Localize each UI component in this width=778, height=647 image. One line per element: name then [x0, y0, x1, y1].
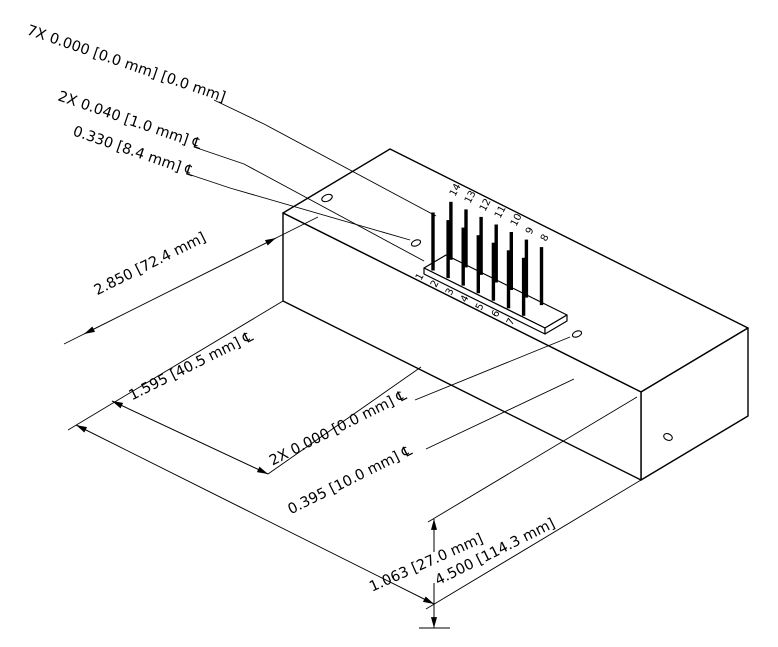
- extension-line: [275, 216, 319, 239]
- pin-number-label: 11: [493, 204, 509, 220]
- pin-10: [509, 232, 513, 290]
- pin-number-label: 8: [539, 233, 552, 244]
- pin-9: [524, 239, 529, 298]
- pin-14: [449, 201, 453, 260]
- dim-label-depth: 2.850 [72.4 mm]: [92, 230, 209, 299]
- pin-number-label: 12: [478, 197, 494, 213]
- pin-3: [461, 227, 465, 286]
- pin-number-label: 2: [429, 279, 442, 290]
- leader-pin-pitch: [187, 173, 411, 241]
- pin-7: [521, 257, 526, 316]
- callout-leaders: [187, 99, 437, 262]
- pin-number-label: 13: [463, 189, 479, 205]
- mounting-hole-2: [410, 239, 422, 247]
- leader-pin-count: [213, 99, 437, 217]
- extension-line: [427, 396, 638, 523]
- mounting-hole-3: [571, 330, 583, 338]
- pin-2: [446, 220, 450, 279]
- pin-number-label: 10: [509, 212, 525, 228]
- dim-label-header-position: 1.595 [40.5 mm] ℄: [127, 329, 257, 405]
- dim-line-length: [75, 424, 435, 605]
- chassis-box: [282, 148, 749, 481]
- pin-13: [464, 209, 468, 268]
- dim-line-header-position: [111, 400, 269, 475]
- pin-number-label: 14: [448, 182, 464, 198]
- leader-pin-row-offset: [193, 146, 425, 262]
- pin-header: 14 13 12 11 10 9 8 1 2 3 4 5 6 7: [414, 182, 568, 335]
- pin-1: [431, 212, 435, 271]
- pin-number-label: 1: [414, 272, 427, 283]
- pin-number-label: 9: [524, 226, 537, 237]
- pin-number-label: 7: [505, 317, 518, 328]
- extension-line: [425, 479, 642, 610]
- pin-number-label: 4: [459, 294, 472, 305]
- leader-hole-offset: [425, 378, 575, 450]
- mounting-hole-1: [321, 193, 333, 203]
- leader-hole-position: [414, 336, 571, 401]
- connector-base-end: [544, 314, 568, 335]
- extension-line: [63, 333, 85, 345]
- dimension-depth: [63, 216, 319, 345]
- pin-number-label: 5: [474, 302, 487, 313]
- pin-5: [491, 242, 496, 301]
- pin-8: [539, 247, 544, 306]
- dim-line-depth: [83, 237, 277, 335]
- pin-number-label: 3: [444, 287, 457, 298]
- hole-leaders: [414, 336, 575, 450]
- pin-11: [494, 224, 498, 283]
- pin-number-label: 6: [490, 309, 503, 320]
- dimension-height: [419, 396, 638, 629]
- pin-6: [506, 250, 511, 309]
- pin-12: [479, 216, 483, 275]
- pin-4: [476, 235, 480, 294]
- extension-line: [67, 300, 284, 431]
- dimension-length: [67, 300, 642, 610]
- dim-label-pin-count: 7X 0.000 [0.0 mm] [0.0 mm]: [25, 23, 228, 106]
- mounting-hole-4: [663, 433, 673, 441]
